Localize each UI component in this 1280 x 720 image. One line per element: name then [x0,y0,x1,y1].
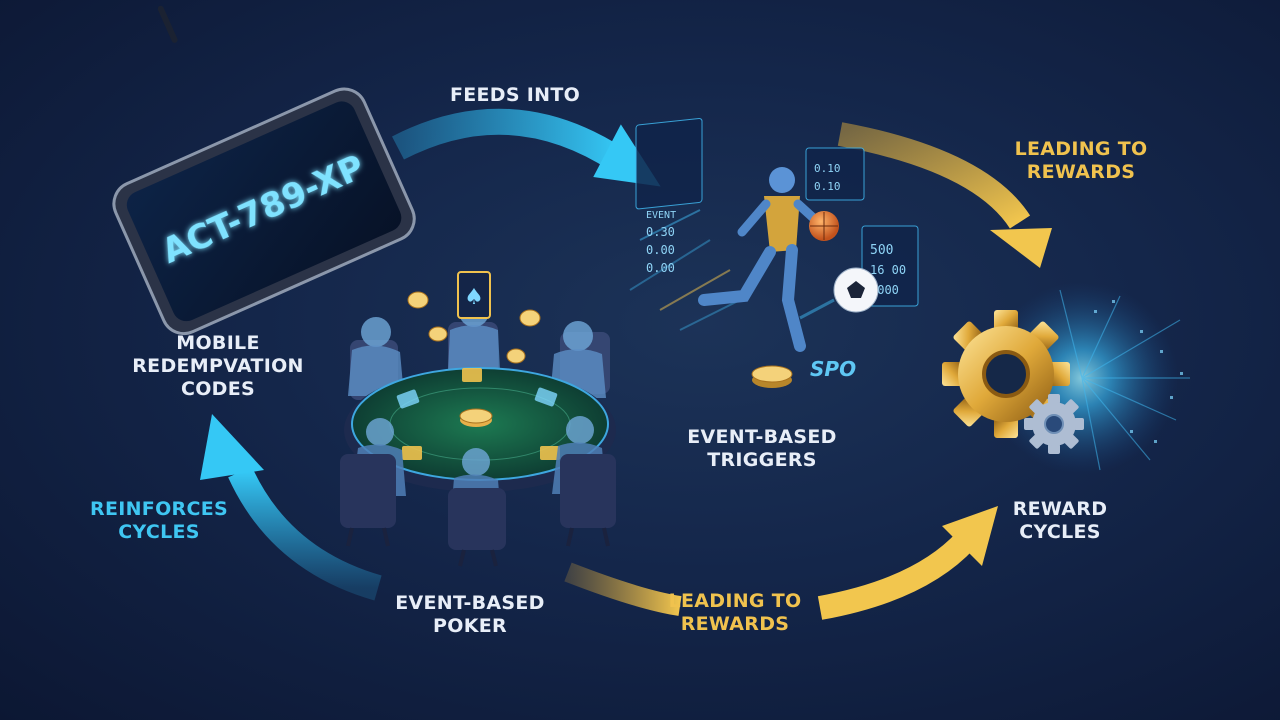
svg-text:0.10: 0.10 [814,162,841,175]
event-based-triggers-label: EVENT-BASED TRIGGERS [687,426,837,471]
leading-to-rewards-bottom-label: LEADING TO REWARDS [668,590,802,635]
svg-text:0.30: 0.30 [646,225,675,239]
svg-text:0.00: 0.00 [646,261,675,275]
reward-gears-illustration [942,282,1190,474]
soccer-ball-icon [799,267,879,320]
spo-badge: SPO [810,357,856,381]
leading-to-rewards-top-arrow [837,122,1052,268]
feeds-into-arrow [392,108,661,187]
scoreboard-left: EVENT 0.30 0.00 0.00 [635,118,703,275]
scoreboard-top: 0.10 0.10 [805,147,865,201]
svg-text:500: 500 [870,243,893,258]
feeds-into-label: FEEDS INTO [449,84,581,106]
svg-text:0.10: 0.10 [814,180,841,193]
svg-text:EVENT: EVENT [646,210,676,221]
reward-cycles-label: REWARD CYCLES [1012,498,1108,543]
mobile-redemption-codes-label: MOBILE REDEMPVATION CODES [132,332,304,400]
reinforces-cycles-arrow [200,414,382,601]
svg-text:♠: ♠ [464,285,484,310]
event-triggers-illustration: EVENT 0.30 0.00 0.00 0.10 0.10 500 16 00… [629,118,919,388]
poker-table-illustration: ♠ [340,271,616,567]
svg-text:16 00: 16 00 [870,263,906,277]
mobile-phone: ACT-789-XP [112,5,416,336]
silver-gear-icon [1024,394,1084,454]
basketball-player-figure [698,167,825,352]
gold-gear-icon [942,310,1070,438]
reinforces-cycles-label: REINFORCES CYCLES [90,498,228,543]
leading-to-rewards-top-label: LEADING TO REWARDS [1014,138,1148,183]
leading-to-rewards-bottom-arrow [564,506,998,620]
event-based-poker-label: EVENT-BASED POKER [395,592,545,637]
svg-text:0.00: 0.00 [646,243,675,257]
